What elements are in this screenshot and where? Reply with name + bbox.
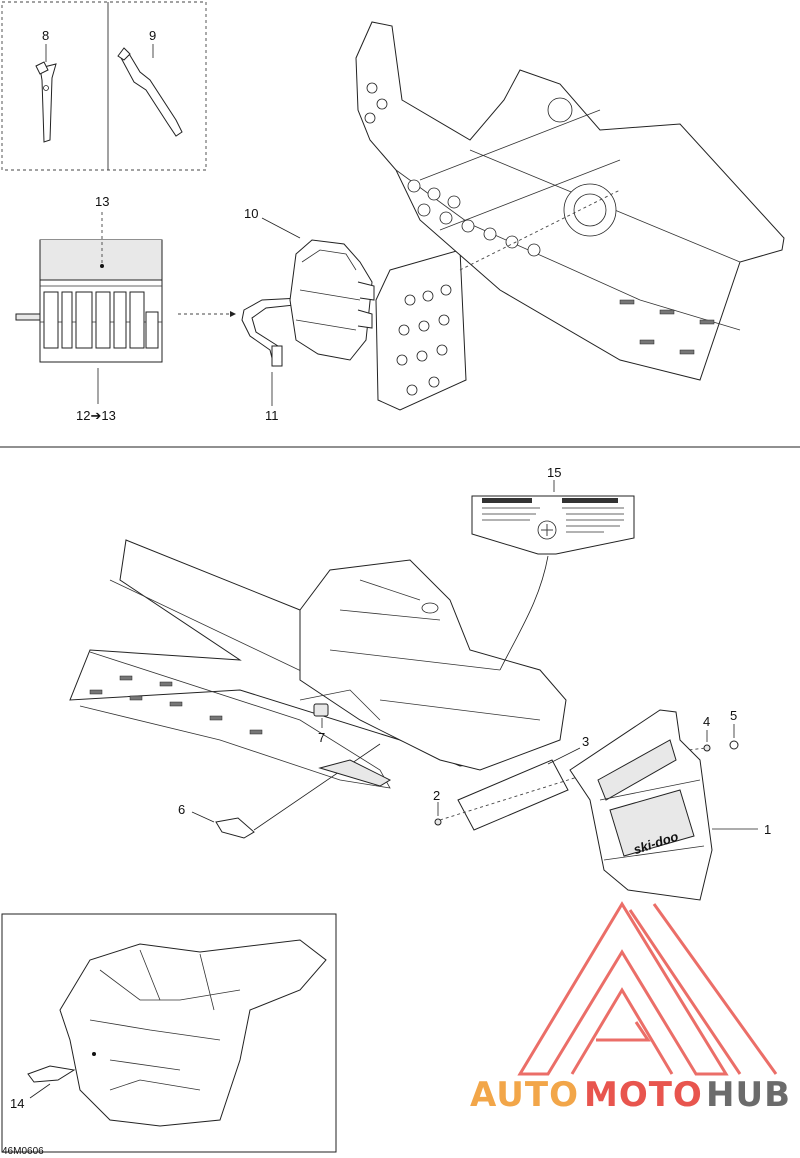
callout-14: 14 bbox=[10, 1096, 24, 1111]
part-8-wrench bbox=[35, 61, 57, 143]
callout-5: 5 bbox=[730, 708, 737, 723]
part-3-license-plate bbox=[457, 759, 569, 831]
part-7-latch bbox=[313, 703, 329, 717]
callout-3: 3 bbox=[582, 734, 589, 749]
tools-inset-frame bbox=[1, 1, 207, 171]
automotohub-logo-watermark bbox=[517, 901, 778, 1076]
callout-2: 2 bbox=[433, 788, 440, 803]
part-5-nut bbox=[729, 740, 739, 750]
chassis-frame bbox=[355, 21, 785, 381]
callout-12-13: 12➔13 bbox=[76, 408, 116, 423]
part-2-screw bbox=[434, 818, 442, 826]
watermark-text-hub: HUB bbox=[706, 1075, 791, 1115]
callout-1: 1 bbox=[764, 822, 771, 837]
rear-rack bbox=[299, 559, 567, 771]
part-6-protector bbox=[215, 817, 255, 839]
callout-7: 7 bbox=[318, 730, 325, 745]
callout-9: 9 bbox=[149, 28, 156, 43]
callout-8: 8 bbox=[42, 28, 49, 43]
part-15-warning-label bbox=[471, 495, 635, 555]
part-1-mud-flap bbox=[569, 709, 713, 901]
drawing-code: 46M0606 bbox=[2, 1146, 44, 1157]
part-14-hood-assembly bbox=[59, 939, 327, 1127]
callout-10: 10 bbox=[244, 206, 258, 221]
callout-6: 6 bbox=[178, 802, 185, 817]
callout-4: 4 bbox=[703, 714, 710, 729]
mounting-plate bbox=[375, 249, 467, 411]
part-9-tool bbox=[117, 47, 183, 137]
part-13-tool-kit bbox=[15, 239, 163, 363]
inset-frame bbox=[1, 913, 337, 1153]
part-4-washer bbox=[703, 744, 711, 752]
callout-13: 13 bbox=[95, 194, 109, 209]
part-14-reflector bbox=[27, 1065, 76, 1083]
watermark-text-auto: AUTO bbox=[470, 1075, 579, 1115]
callout-11: 11 bbox=[265, 408, 279, 423]
part-10-holder bbox=[289, 239, 375, 361]
callout-15: 15 bbox=[547, 465, 561, 480]
watermark-text-moto: MOTO bbox=[584, 1075, 703, 1115]
